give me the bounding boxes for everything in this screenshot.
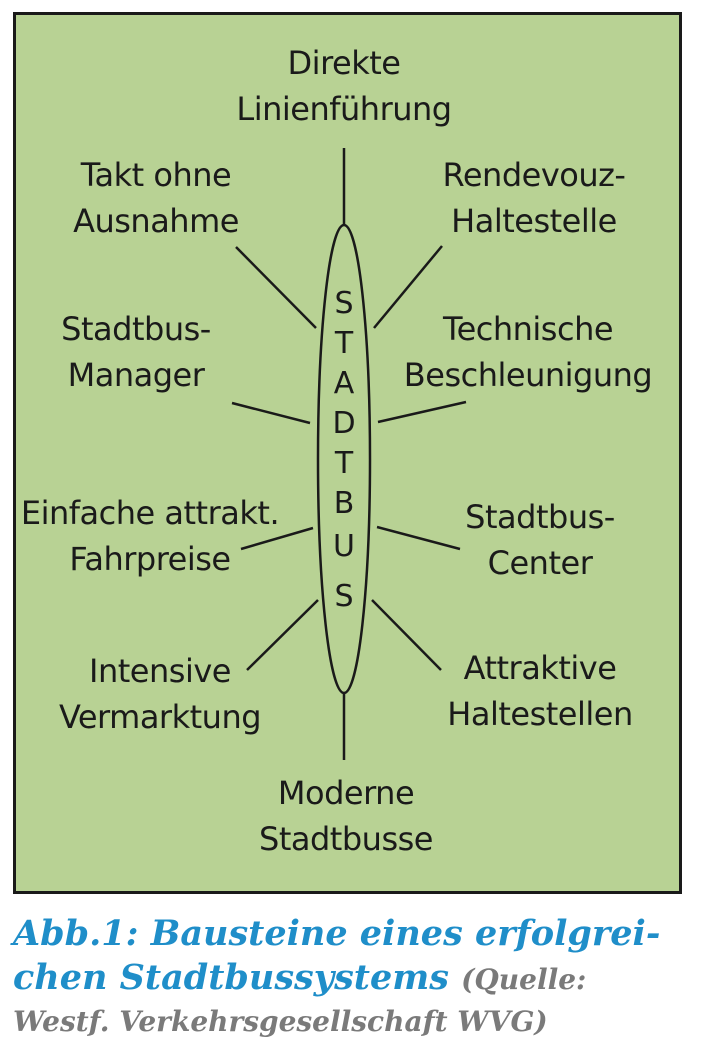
connector-upper-right (373, 245, 443, 329)
node-line: Center (487, 544, 593, 582)
caption-source-start: (Quelle: (461, 963, 587, 996)
node-attraktive-haltestellen: Attraktive Haltestellen (390, 645, 690, 737)
center-letter: T (334, 446, 354, 481)
node-intensive-vermarktung: Intensive Vermarktung (10, 648, 310, 740)
node-stadtbus-manager: Stadtbus- Manager (0, 306, 286, 398)
node-line: Takt ohne (80, 156, 232, 194)
node-takt-ohne-ausnahme: Takt ohne Ausnahme (6, 152, 306, 244)
node-technische-beschleunigung: Technische Beschleunigung (378, 306, 678, 398)
center-letter: S (334, 286, 354, 321)
center-letter: U (333, 529, 355, 564)
node-rendevouz-haltestelle: Rendevouz- Haltestelle (384, 152, 684, 244)
center-letter: S (334, 579, 354, 614)
connector-mid-upper-left (231, 401, 311, 425)
center-letter: D (332, 406, 356, 441)
node-line: Haltestelle (451, 202, 617, 240)
caption-line-2: chen Stadtbussystems (Quelle: (13, 956, 693, 1002)
connector-mid-lower-left (240, 526, 314, 551)
node-line: Stadtbus- (465, 498, 615, 536)
node-line: Vermarktung (58, 698, 262, 736)
node-line: Fahrpreise (69, 540, 231, 578)
diagram-lines (231, 148, 467, 760)
node-line: Technische (442, 310, 614, 348)
connector-mid-upper-right (377, 400, 467, 424)
connector-lower-right (371, 599, 442, 671)
diagram-frame (13, 12, 682, 894)
node-einfache-fahrpreise: Einfache attrakt. Fahrpreise (0, 490, 300, 582)
figure-caption: Abb.1: Bausteine eines erfolgrei- chen S… (13, 912, 693, 1042)
node-line: Beschleunigung (403, 356, 653, 394)
connector-upper-left (235, 246, 317, 329)
node-line: Linienführung (236, 90, 452, 128)
node-line: Rendevouz- (442, 156, 626, 194)
node-stadtbus-center: Stadtbus- Center (390, 494, 690, 586)
node-line: Stadtbusse (259, 820, 433, 858)
caption-title-end: chen Stadtbussystems (13, 957, 449, 998)
node-direkte-linienfuehrung: Direkte Linienführung (194, 40, 494, 132)
connector-lower-left (246, 599, 319, 671)
node-line: Attraktive (463, 649, 617, 687)
node-moderne-stadtbusse: Moderne Stadtbusse (196, 770, 496, 862)
caption-line-1: Abb.1: Bausteine eines erfolgrei- (13, 913, 661, 954)
node-line: Ausnahme (73, 202, 239, 240)
node-line: Haltestellen (447, 695, 633, 733)
caption-source-line: Westf. Verkehrsgesellschaft WVG) (13, 1005, 548, 1038)
node-line: Manager (67, 356, 205, 394)
connector-mid-lower-right (376, 525, 461, 551)
center-letter: B (333, 486, 355, 521)
center-letter: T (334, 326, 354, 361)
node-line: Intensive (89, 652, 231, 690)
node-line: Moderne (277, 774, 415, 812)
center-letter: A (333, 366, 355, 401)
node-line: Einfache attrakt. (20, 494, 280, 532)
node-line: Direkte (287, 44, 401, 82)
node-line: Stadtbus- (61, 310, 211, 348)
